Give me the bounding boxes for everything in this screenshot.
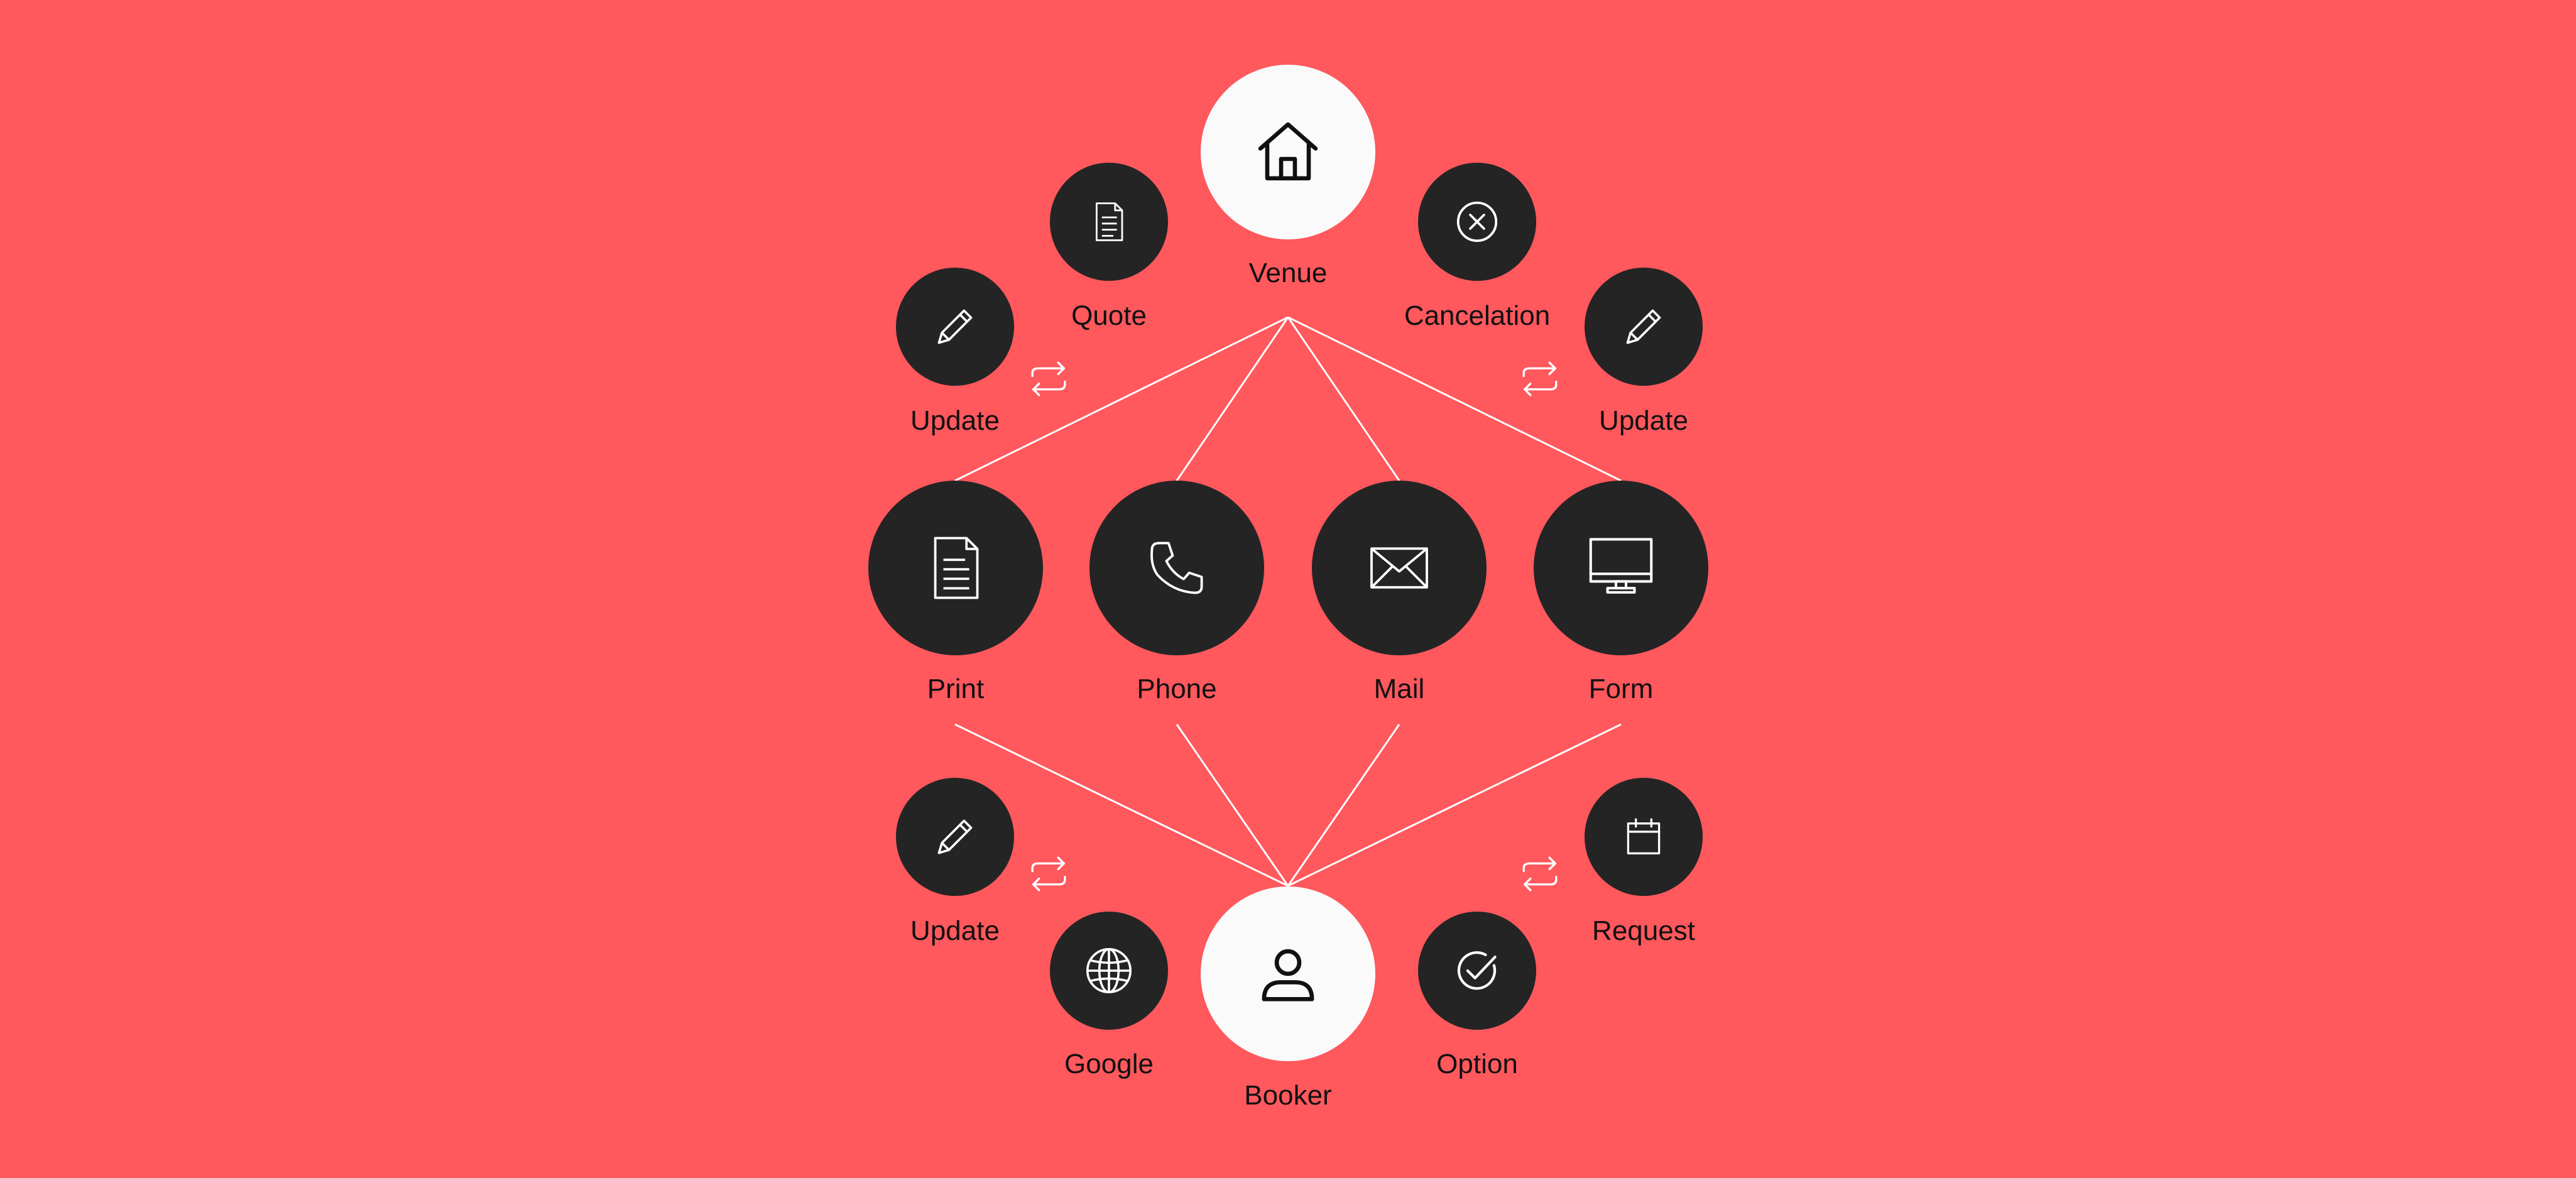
home-icon [1258,122,1318,181]
update-label-top-right: Update [1599,405,1688,436]
venue-node [1201,65,1375,239]
connector-form-booker [1287,723,1622,887]
pencil-icon [1626,309,1661,344]
repeat-icon [1025,850,1072,898]
envelope-icon [1370,547,1428,589]
channel-node-form [1534,481,1708,655]
connector-mail-booker [1287,724,1400,886]
update-node-bottom-left [896,778,1014,896]
google-label: Google [1064,1049,1154,1079]
repeat-icon [1516,355,1564,403]
quote-node [1050,163,1168,281]
repeat-icon [1025,355,1072,403]
user-icon [1262,949,1314,1001]
update-node-top-right [1585,268,1703,386]
booker-label: Booker [1244,1080,1332,1111]
channel-label-print: Print [927,674,985,704]
monitor-icon [1589,538,1653,594]
connector-venue-print [954,316,1289,482]
quote-label: Quote [1071,300,1147,331]
connector-venue-form [1287,316,1622,482]
connector-print-booker [954,723,1289,887]
venue-label: Venue [1248,258,1328,288]
channel-label-mail: Mail [1373,674,1425,704]
channel-label-form: Form [1588,674,1654,704]
globe-icon [1086,948,1132,993]
connector-phone-booker [1176,724,1289,886]
connector-venue-mail [1287,317,1400,481]
cancelation-label: Cancelation [1404,300,1551,331]
pencil-icon [937,309,973,344]
phone-icon [1150,542,1203,594]
channel-node-mail [1312,481,1487,655]
request-label: Request [1592,915,1695,946]
channel-node-print [868,481,1043,655]
calendar-icon [1627,818,1661,854]
option-node [1418,912,1536,1030]
update-label-bottom-left: Update [910,915,1000,946]
repeat-icon [1516,850,1564,898]
update-label-top-left: Update [910,405,1000,436]
option-label: Option [1436,1049,1518,1079]
check-circle-icon [1457,951,1497,990]
request-node [1585,778,1703,896]
google-node [1050,912,1168,1030]
connector-venue-phone [1176,317,1289,481]
document-icon [1096,202,1123,241]
cancelation-node [1418,163,1536,281]
update-node-top-left [896,268,1014,386]
close-circle-icon [1456,201,1498,243]
booker-node [1201,886,1375,1061]
document-icon [934,537,979,599]
channel-label-phone: Phone [1137,674,1217,704]
pencil-icon [937,819,973,854]
channel-node-phone [1089,481,1264,655]
